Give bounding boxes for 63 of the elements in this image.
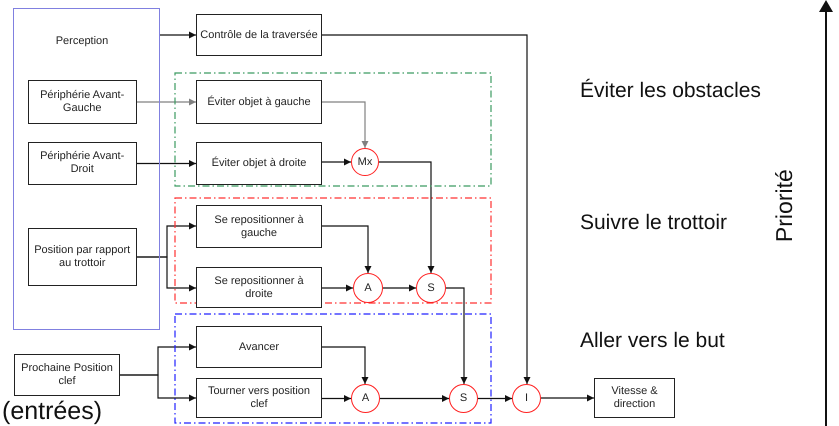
process-box	[196, 80, 322, 124]
process-box	[196, 326, 322, 368]
box-label: Contrôle de la traversée	[199, 28, 319, 42]
arrow	[541, 394, 594, 402]
box-label: Éviter objet à droite	[210, 157, 308, 170]
process-box	[28, 80, 137, 124]
box-label: Vitesse & direction	[610, 385, 659, 411]
process-box	[196, 142, 322, 185]
arrow	[379, 161, 434, 273]
operator-symbol: Mx	[358, 156, 372, 168]
box-label: Éviter objet à gauche	[206, 96, 312, 108]
arrow	[380, 395, 449, 402]
layer-title: Suivre le trottoir	[580, 211, 728, 234]
box-label: Avancer	[238, 340, 280, 354]
operator-circle	[353, 273, 383, 303]
operator-circle	[512, 384, 541, 413]
arrow	[322, 158, 351, 166]
arrow	[322, 346, 368, 384]
box-label: Se repositionner à gauche	[213, 214, 305, 240]
process-box	[14, 354, 120, 396]
operator-symbol: A	[364, 282, 372, 294]
operator-circle	[351, 148, 379, 176]
layer-title: Éviter les obstacles	[580, 79, 761, 102]
arrow	[478, 395, 512, 402]
axis-label: Priorité	[772, 169, 798, 242]
arrow	[383, 284, 416, 292]
arrow	[322, 225, 372, 273]
operator-symbol: S	[460, 392, 468, 405]
process-box	[196, 378, 322, 418]
arrow	[446, 287, 468, 384]
box-label: Périphérie Avant-Droit	[39, 150, 126, 176]
arrow	[160, 32, 196, 38]
module-panel	[13, 8, 160, 330]
operator-circle	[351, 384, 380, 413]
layer-title: Aller vers le but	[580, 329, 725, 352]
arrow	[137, 160, 196, 167]
box-label: Prochaine Position clef	[20, 362, 114, 388]
process-box	[28, 228, 137, 286]
layer-frame	[174, 72, 492, 187]
process-box	[594, 378, 675, 418]
process-box	[196, 267, 322, 308]
operator-symbol: S	[427, 282, 435, 294]
caption-text: (entrées)	[2, 398, 102, 426]
operator-symbol: A	[362, 392, 370, 405]
box-label: Se repositionner à droite	[213, 274, 305, 300]
arrow	[322, 101, 368, 148]
process-box	[28, 142, 137, 185]
box-label: Position par rapport au trottoir	[33, 244, 132, 270]
arrow	[322, 284, 353, 292]
operator-circle	[416, 273, 446, 303]
arrow	[120, 374, 196, 402]
module-title: Perception	[54, 35, 110, 48]
process-box	[196, 205, 322, 248]
process-box	[196, 14, 322, 56]
arrow	[322, 34, 530, 384]
arrow	[137, 98, 196, 106]
arrow	[322, 395, 351, 402]
box-label: Périphérie Avant-Gauche	[39, 88, 126, 115]
layer-frame	[174, 313, 492, 424]
operator-circle	[449, 384, 478, 413]
operator-symbol: I	[524, 392, 528, 405]
arrow	[137, 256, 196, 292]
box-label: Tourner vers position clef	[206, 385, 312, 411]
